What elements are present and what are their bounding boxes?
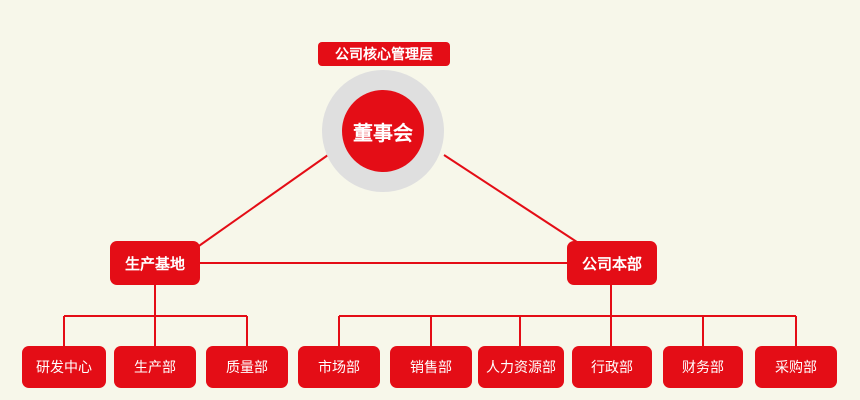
node-finance-dept: 财务部: [663, 346, 743, 388]
node-quality-dept: 质量部: [206, 346, 288, 388]
connector-board-right: [443, 154, 581, 245]
node-marketing-dept: 市场部: [298, 346, 380, 388]
node-rd-center: 研发中心: [22, 346, 106, 388]
connector-board-left: [195, 154, 329, 249]
board-node: 董事会: [342, 90, 424, 172]
node-purchasing-dept: 采购部: [755, 346, 837, 388]
node-sales-dept: 销售部: [390, 346, 472, 388]
node-headquarters: 公司本部: [567, 241, 657, 285]
node-production-base: 生产基地: [110, 241, 200, 285]
node-hr-dept: 人力资源部: [478, 346, 564, 388]
node-admin-dept: 行政部: [572, 346, 652, 388]
core-management-badge: 公司核心管理层: [318, 42, 450, 66]
node-production-dept: 生产部: [114, 346, 196, 388]
